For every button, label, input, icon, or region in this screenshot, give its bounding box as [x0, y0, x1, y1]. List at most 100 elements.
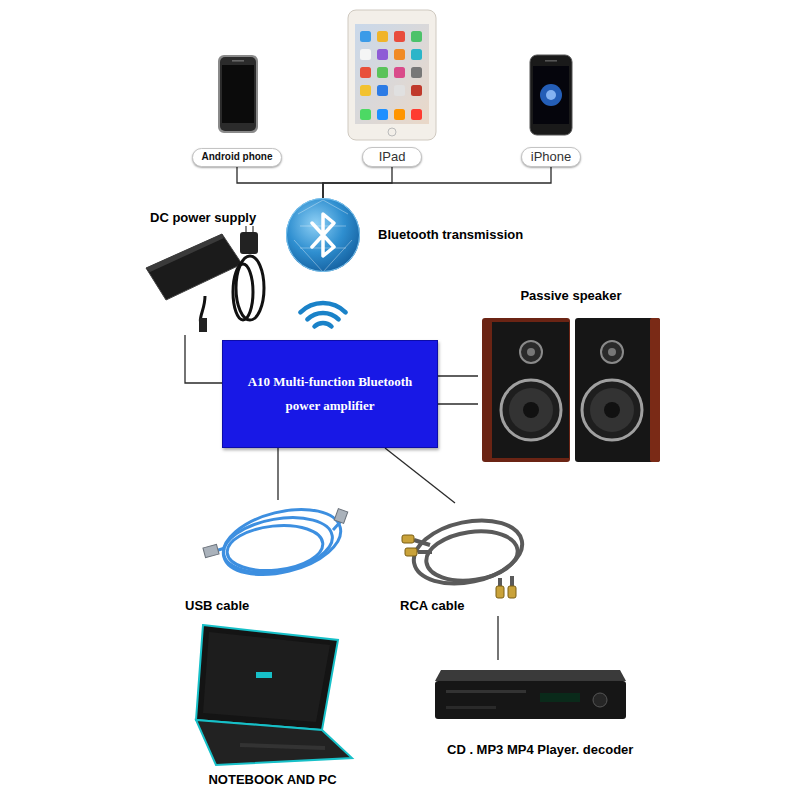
disc-player-picture-part [435, 681, 626, 719]
android-phone-picture-part [222, 65, 254, 123]
bluetooth-badge-part [286, 198, 360, 272]
disc-player-picture-part [446, 706, 496, 709]
rca-cable-picture [408, 511, 528, 593]
passive-speakers-picture-part [590, 388, 634, 432]
disc-player-picture-part [435, 670, 626, 681]
disc-player-picture-part [446, 690, 526, 693]
caption-text: USB cable [185, 598, 249, 614]
amplifier-title: A10 Multi-function Bluetooth power ampli… [234, 370, 426, 418]
rca-plugs-part [508, 586, 516, 598]
ipad-picture-part [355, 24, 429, 124]
disc-player-picture-part [540, 693, 580, 702]
usb-plugs-part [334, 509, 348, 524]
ipad-picture-part [377, 67, 388, 78]
rca-plugs-part [496, 586, 504, 598]
connector-line [323, 167, 551, 198]
disc-player-picture-part [593, 693, 607, 707]
ipad-picture-part [377, 85, 388, 96]
bluetooth-badge-part [294, 200, 352, 272]
wireless-waves-part [315, 323, 332, 327]
laptop-picture-part [256, 672, 272, 678]
caption-text: Android phone [201, 151, 272, 163]
caption-text: Bluetooth transmission [378, 227, 523, 243]
ipad-picture-part [377, 49, 388, 60]
ipad-picture-part [360, 49, 371, 60]
device-label: Android phone [192, 148, 282, 167]
iphone-picture [530, 55, 572, 135]
rca-cable-picture-part [423, 526, 521, 586]
power-supply: DC power supply [140, 208, 270, 335]
connector-line [385, 448, 455, 503]
caption-text: iPhone [531, 149, 571, 165]
disc-player-picture [435, 670, 626, 719]
bluetooth-circle [287, 199, 360, 272]
bluetooth-badge [286, 198, 360, 272]
caption-text: DC power supply [150, 210, 256, 226]
passive-speakers-picture-part [509, 388, 553, 432]
usb-plugs [203, 509, 348, 558]
connector-line [237, 167, 323, 199]
power-adapter-picture-part [233, 264, 253, 320]
power-adapter-picture [146, 226, 264, 332]
laptop-picture-part [203, 632, 330, 722]
android-phone-picture-part [232, 60, 244, 62]
passive-speakers-picture-part [523, 402, 539, 418]
ipad-picture-part [360, 67, 371, 78]
usb-cable: USB cable [180, 500, 350, 616]
usb-cable-picture-part [217, 498, 348, 585]
rca-cable-picture-part [408, 511, 528, 593]
passive-speakers-picture-part [608, 348, 616, 356]
device-label: iPhone [521, 147, 581, 167]
connector-line [497, 616, 498, 660]
power-adapter-picture-part [199, 318, 207, 332]
ipad-picture-part [411, 67, 422, 78]
usb-plugs-part [203, 544, 219, 557]
ipad-picture-part [411, 31, 422, 42]
player: CD . MP3 MP4 Player. decoder [430, 660, 665, 762]
ipad-picture-part [377, 31, 388, 42]
caption-text: IPad [379, 149, 406, 165]
laptop-picture-part [240, 745, 325, 748]
speaker-group: Passive speaker [478, 284, 664, 464]
ipad-picture-part [377, 109, 388, 120]
passive-speakers-picture-part [601, 341, 623, 363]
caption-text: RCA cable [400, 598, 465, 614]
passive-speakers-picture-part [520, 341, 542, 363]
caption-text: CD . MP3 MP4 Player. decoder [447, 742, 633, 758]
ipad-picture-part [394, 49, 405, 60]
ipad-picture-part [360, 109, 371, 120]
ipad-picture-part [360, 85, 371, 96]
ipad-picture-part [360, 31, 371, 42]
device-label: IPad [362, 147, 422, 167]
ipad-picture-part [348, 10, 436, 140]
laptop-picture [196, 625, 352, 765]
ipad-picture-part [394, 109, 405, 120]
iphone-picture-part [540, 84, 562, 106]
laptop-picture-part [196, 625, 338, 730]
wireless-waves-part [307, 313, 338, 319]
usb-cable-picture [212, 498, 347, 585]
passive-speakers-picture-part [575, 318, 660, 462]
android-phone-picture [218, 55, 258, 133]
power-adapter-picture-part [146, 234, 224, 272]
ipad-picture-part [394, 31, 405, 42]
rca-plugs-part [402, 535, 414, 543]
iphone-picture-part [530, 55, 572, 135]
iphone-picture-part [546, 90, 556, 100]
laptop-picture-part [196, 720, 352, 765]
power-adapter-picture-part [146, 234, 242, 300]
iphone-picture-part [545, 60, 557, 62]
amplifier-box: A10 Multi-function Bluetooth power ampli… [222, 340, 438, 448]
android-phone-picture-part [218, 55, 258, 133]
rca-cable: RCA cable [395, 503, 550, 616]
passive-speakers-picture-part [650, 318, 660, 462]
passive-speakers-picture-part [582, 380, 642, 440]
ipad-picture-part [388, 128, 396, 136]
ipad-picture [348, 10, 436, 140]
wireless-waves-part [300, 303, 345, 312]
power-adapter-picture-part [246, 226, 253, 232]
bluetooth-node: Bluetooth transmission [286, 198, 530, 272]
passive-speakers-picture [482, 318, 660, 462]
